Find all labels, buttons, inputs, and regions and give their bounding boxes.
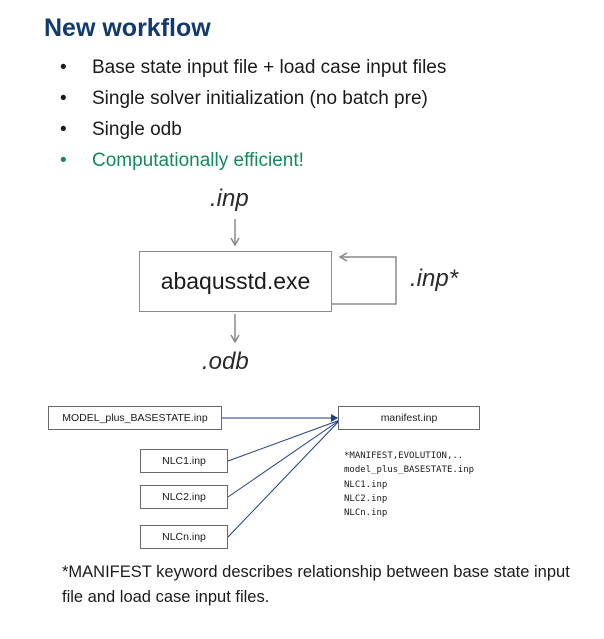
loop-arrow [332,252,397,305]
bullet-item-highlight: • Computationally efficient! [56,145,446,176]
slide-title: New workflow [44,14,211,42]
manifest-line: NLC1.inp [344,479,388,490]
input-ext-label: .inp [210,185,249,212]
bullet-dot-icon: • [60,150,67,171]
bullet-list: • Base state input file + load case input… [56,52,446,176]
manifest-line: model_plus_BASESTATE.inp [344,465,475,476]
load-case-file-box: NLCn.inp [140,525,228,549]
base-state-file-box: MODEL_plus_BASESTATE.inp [48,406,222,430]
load-case-file-box: NLC2.inp [140,485,228,509]
bullet-item: • Base state input file + load case input… [56,52,446,83]
nlc1-to-manifest-line [227,419,341,462]
bullet-text: Single solver initialization (no batch p… [92,88,428,109]
bullet-dot-icon: • [60,57,67,78]
manifest-line: NLCn.inp [344,508,388,519]
output-ext-label: .odb [202,348,249,375]
bullet-text: Single odb [92,119,182,140]
bullet-dot-icon: • [60,88,67,109]
loop-ext-label: .inp* [410,265,459,292]
manifest-file-box: manifest.inp [338,406,480,430]
nlcn-to-manifest-line [227,419,341,538]
footnote: *MANIFEST keyword describes relationship… [62,563,570,606]
bullet-item: • Single solver initialization (no batch … [56,83,446,114]
manifest-line: *MANIFEST,EVOLUTION,.. [344,451,464,461]
bullet-text: Computationally efficient! [92,150,304,171]
nlc2-to-manifest-line [227,419,341,498]
load-case-file-box: NLC1.inp [140,449,228,473]
manifest-line: NLC2.inp [344,493,388,504]
bullet-text: Base state input file + load case input … [92,57,447,78]
manifest-content: *MANIFEST,EVOLUTION,.. model_plus_BASEST… [344,449,474,520]
bullet-dot-icon: • [60,119,67,140]
bullet-item: • Single odb [56,114,446,145]
solver-box: abaqusstd.exe [139,251,332,312]
